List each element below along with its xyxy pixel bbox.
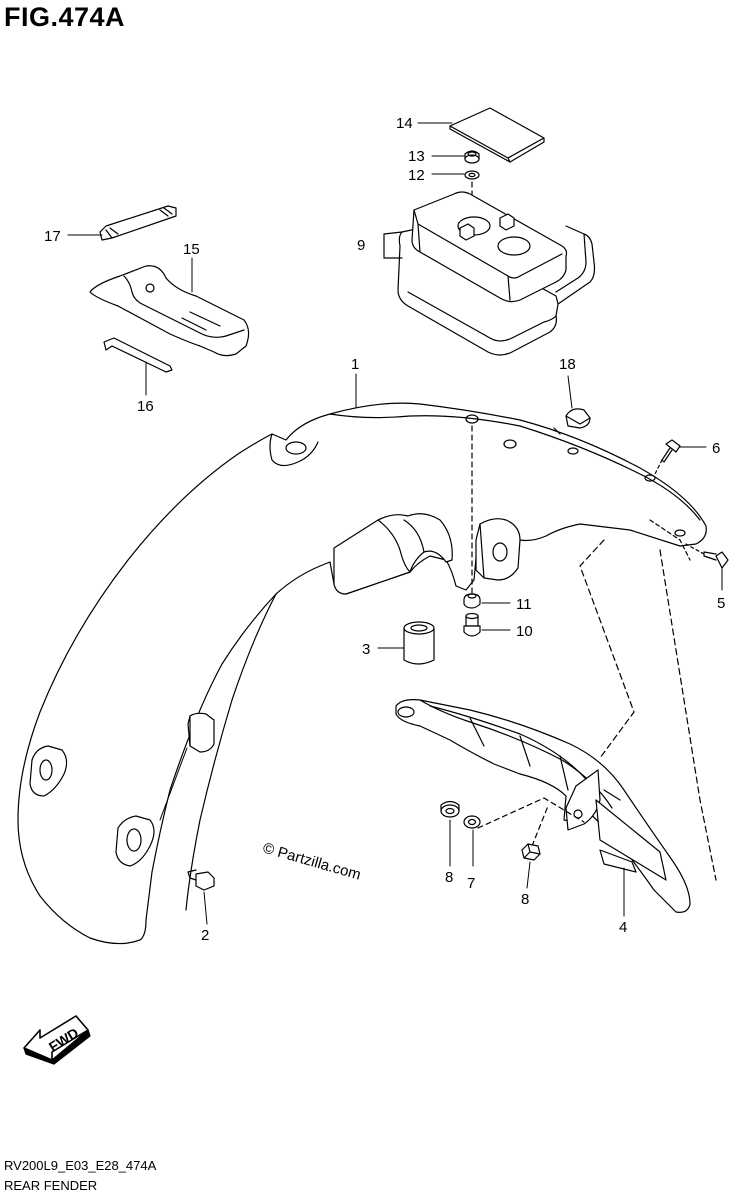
part-1-rear-fender	[18, 403, 706, 943]
part-9-tray	[384, 192, 595, 355]
watermark: © Partzilla.com	[261, 840, 363, 884]
part-3-spacer	[404, 622, 434, 664]
part-13-nut	[465, 151, 479, 163]
part-18-cushion	[566, 409, 590, 428]
callout-1: 1	[351, 356, 359, 373]
callout-17: 17	[44, 228, 61, 245]
callout-10: 10	[516, 623, 533, 640]
part-5-screw	[686, 544, 728, 568]
assembly-line-right-2	[660, 550, 716, 880]
part-2-bolt	[188, 870, 214, 890]
figure-title: FIG.474A	[4, 2, 126, 32]
part-12-washer	[465, 171, 479, 179]
callout-11: 11	[516, 596, 532, 613]
part-15-tool-bag	[90, 266, 249, 356]
figure-code: RV200L9_E03_E28_474A	[4, 1158, 157, 1173]
callout-15: 15	[183, 241, 200, 258]
callout-5: 5	[717, 595, 725, 612]
callout-2: 2	[201, 927, 209, 944]
callout-18: 18	[559, 356, 576, 373]
callout-8-left: 8	[445, 869, 453, 886]
part-8-nut-right	[522, 844, 540, 860]
part-6-screw	[654, 440, 680, 476]
callout-7: 7	[467, 875, 475, 892]
part-10-bolt	[464, 614, 480, 637]
callout-8-right: 8	[521, 891, 529, 908]
assembly-line-bracket	[478, 798, 584, 828]
assembly-line-right-1	[580, 540, 634, 758]
assembly-line-nut-8	[532, 806, 548, 846]
callout-6: 6	[712, 440, 720, 457]
part-7-washer	[464, 816, 480, 828]
callout-12: 12	[408, 167, 425, 184]
fwd-direction-arrow: FWD	[24, 1016, 90, 1064]
part-4-bracket	[396, 700, 690, 913]
callout-leaders	[68, 123, 722, 924]
callout-9: 9	[357, 237, 365, 254]
callout-13: 13	[408, 148, 425, 165]
callout-4: 4	[619, 919, 627, 936]
part-8-nut-left	[441, 802, 459, 818]
figure-name: REAR FENDER	[4, 1178, 98, 1193]
callout-16: 16	[137, 398, 154, 415]
part-17-strap	[100, 206, 176, 240]
callout-3: 3	[362, 641, 370, 658]
part-11-bolt	[464, 594, 480, 608]
part-14-label	[450, 108, 544, 162]
callout-14: 14	[396, 115, 413, 132]
part-16-hex-wrench	[104, 338, 172, 372]
